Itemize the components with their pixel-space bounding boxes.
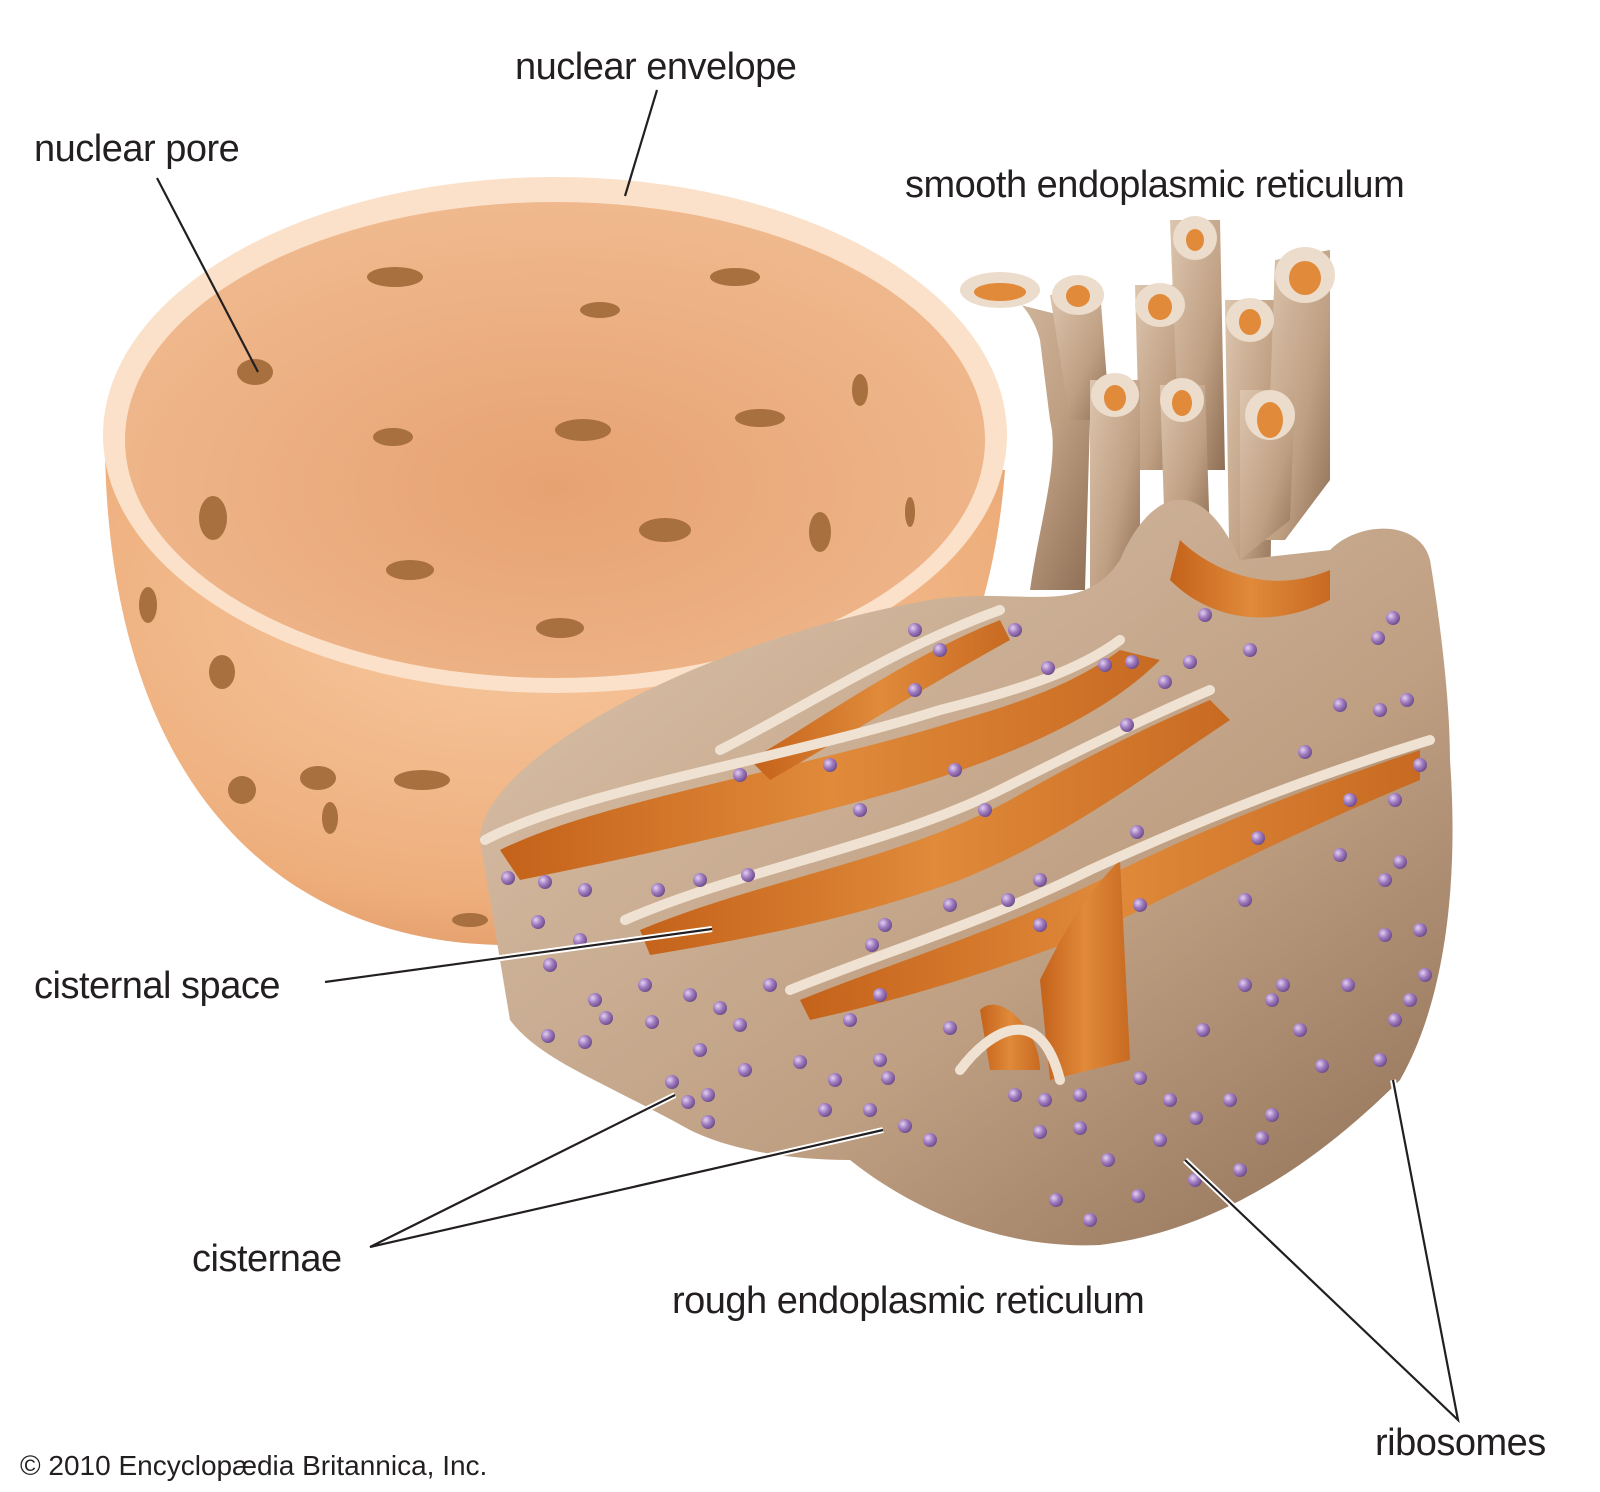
- label-smooth-er: smooth endoplasmic reticulum: [905, 164, 1405, 206]
- label-ribosomes: ribosomes: [1375, 1422, 1546, 1464]
- label-nuclear-pore: nuclear pore: [34, 128, 240, 170]
- smooth-er: [960, 216, 1335, 600]
- label-cisternal-space: cisternal space: [34, 965, 280, 1007]
- nucleus: [103, 177, 1007, 946]
- label-nuclear-envelope: nuclear envelope: [515, 46, 797, 88]
- ribosomes: [501, 608, 1432, 1227]
- label-rough-er: rough endoplasmic reticulum: [672, 1280, 1145, 1322]
- label-cisternae: cisternae: [192, 1238, 342, 1280]
- copyright-credit: © 2010 Encyclopædia Britannica, Inc.: [20, 1450, 488, 1481]
- leader-lines: [156, 89, 1463, 1429]
- rough-er: [480, 499, 1453, 1246]
